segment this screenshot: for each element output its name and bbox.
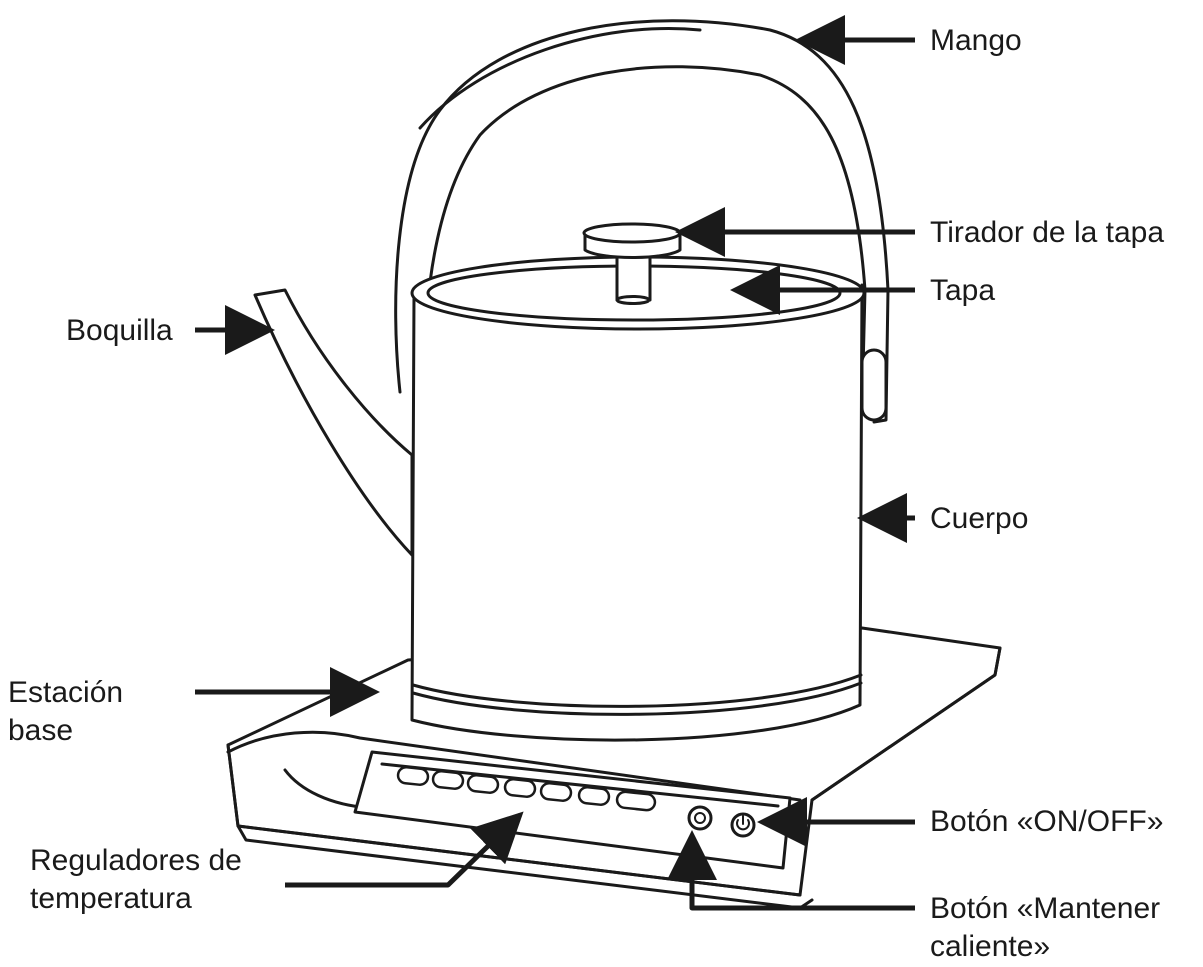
label-cuerpo: Cuerpo [930,502,1029,535]
temp-button-3[interactable] [466,774,500,794]
label-boquilla: Boquilla [66,314,173,347]
label-reguladores-de-temperatura: Reguladores de temperatura [30,844,242,915]
temp-button-6[interactable] [577,786,611,806]
power-button[interactable] [730,812,756,838]
label-boton-on-off: Botón «ON/OFF» [930,805,1164,838]
spout-drawing [253,288,414,557]
keep-warm-button[interactable] [687,805,713,831]
label-mango: Mango [930,24,1022,57]
temp-button-4[interactable] [503,778,537,798]
lid-knob-drawing [582,222,682,305]
label-boton-mantener-caliente: Botón «Mantener caliente» [930,892,1161,963]
label-tirador-de-la-tapa: Tirador de la tapa [930,216,1165,249]
kettle-body-drawing [410,283,864,742]
arrow-mantener [667,830,915,911]
arrow-reguladores [285,811,524,888]
temp-button-2[interactable] [431,770,465,790]
temp-button-7[interactable] [615,790,657,812]
label-tapa: Tapa [930,274,996,307]
label-estacion-base: Estación base [8,676,124,747]
temp-button-5[interactable] [539,782,573,802]
temp-button-1[interactable] [396,766,430,786]
